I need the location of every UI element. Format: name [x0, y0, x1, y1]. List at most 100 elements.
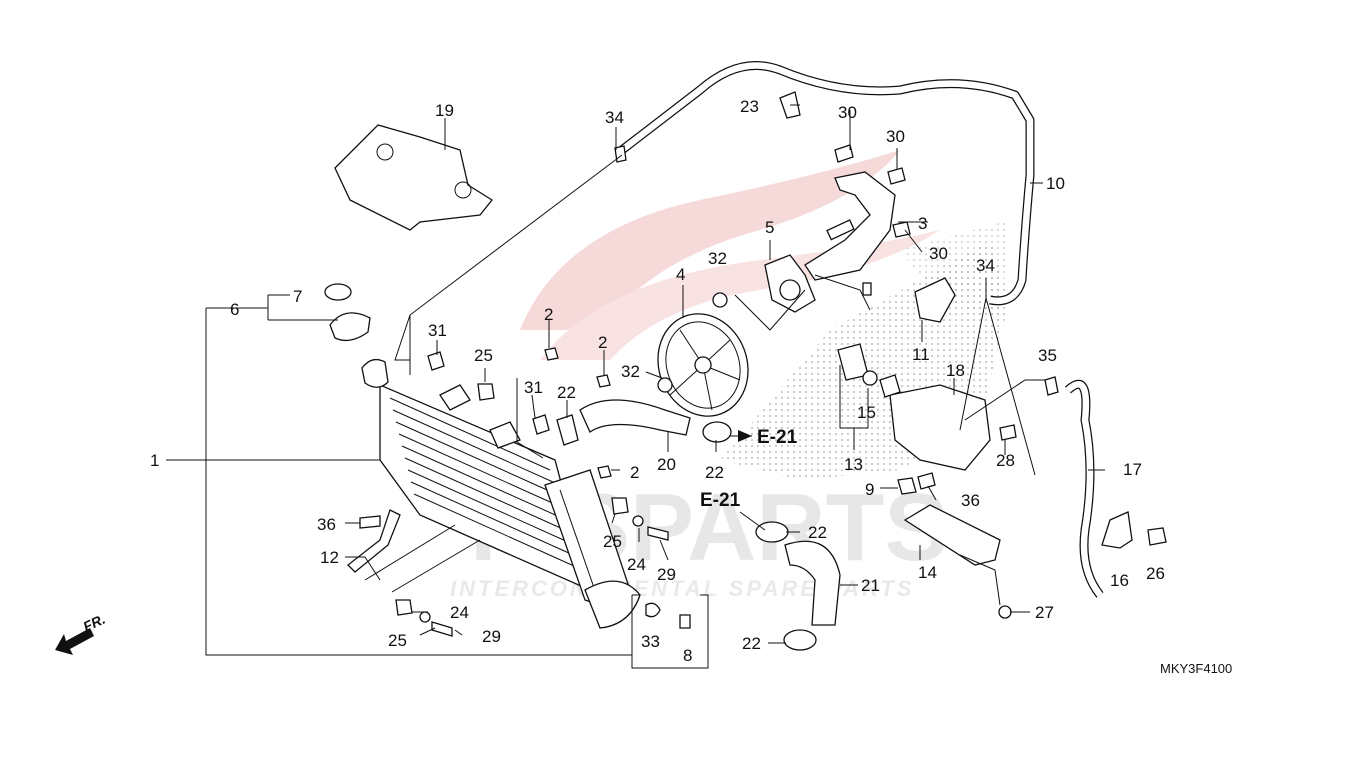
callout-24: 24 [627, 555, 646, 574]
watermark-tagline: INTERCONTINENTAL SPARE PARTS [450, 576, 915, 601]
bolt [1147, 527, 1167, 546]
nut [712, 292, 728, 308]
callout-7: 7 [293, 287, 302, 306]
o-ring [645, 602, 661, 618]
callout-4: 4 [676, 265, 685, 284]
callout-19: 19 [435, 101, 454, 120]
callout-8: 8 [683, 646, 692, 665]
upper-hose [579, 399, 691, 436]
callout-32: 32 [708, 249, 727, 268]
hose-clip [1044, 376, 1059, 396]
callout-18: 18 [946, 361, 965, 380]
callout-2: 2 [544, 305, 553, 324]
callout-29: 29 [657, 565, 676, 584]
callout-30: 30 [886, 127, 905, 146]
callout-34: 34 [976, 256, 995, 275]
bracket-plate [334, 124, 493, 231]
clip [532, 414, 550, 435]
washer [632, 515, 644, 527]
radiator [324, 283, 641, 629]
washer [419, 611, 431, 623]
callout-26: 26 [1146, 564, 1165, 583]
callout-31: 31 [428, 321, 447, 340]
callout-12: 12 [320, 548, 339, 567]
callout-3: 3 [918, 214, 927, 233]
callout-31: 31 [524, 378, 543, 397]
callout-30: 30 [929, 244, 948, 263]
callouts: 1 2 2 2 2 3 4 5 6 7 8 9 10 11 12 13 14 1… [150, 97, 1165, 665]
bolt [999, 424, 1017, 441]
fan-shroud [804, 171, 896, 281]
screw [998, 605, 1012, 619]
bolt [917, 472, 936, 490]
callout-34: 34 [605, 108, 624, 127]
grommet [395, 599, 413, 616]
callout-22: 22 [742, 634, 761, 653]
fan [657, 313, 749, 417]
diagram-code: MKY3F4100 [1160, 661, 1232, 676]
nut [597, 465, 612, 479]
callout-14: 14 [918, 563, 937, 582]
callout-22: 22 [808, 523, 827, 542]
leader-lines [166, 104, 1105, 669]
arrow-icon [738, 430, 752, 442]
callout-9: 9 [865, 480, 874, 499]
callout-1: 1 [150, 451, 159, 470]
bolt [647, 526, 669, 541]
callout-21: 21 [861, 576, 880, 595]
shade-zone [900, 220, 1010, 320]
bracket [914, 277, 956, 323]
callout-2: 2 [630, 463, 639, 482]
callout-27: 27 [1035, 603, 1054, 622]
reference-e21: E-21 [757, 427, 798, 448]
o-ring [862, 370, 878, 386]
callout-6: 6 [230, 300, 239, 319]
stay [1101, 511, 1133, 549]
front-arrow-icon: FR. [55, 611, 108, 655]
grommet [611, 497, 629, 515]
hose-clamp [783, 629, 817, 651]
nut [544, 347, 559, 361]
callout-25: 25 [388, 631, 407, 650]
callout-22: 22 [705, 463, 724, 482]
callout-2: 2 [598, 333, 607, 352]
guard-plate [903, 504, 1001, 566]
hose-clamp [755, 521, 789, 543]
lower-hose [784, 540, 841, 626]
callout-24: 24 [450, 603, 469, 622]
callout-36: 36 [961, 491, 980, 510]
bolt [834, 144, 854, 163]
callout-23: 23 [740, 97, 759, 116]
callout-13: 13 [844, 455, 863, 474]
callout-22: 22 [557, 383, 576, 402]
bolt [892, 221, 911, 238]
callout-20: 20 [657, 455, 676, 474]
callout-32: 32 [621, 362, 640, 381]
callout-10: 10 [1046, 174, 1065, 193]
callout-16: 16 [1110, 571, 1129, 590]
bolt [887, 167, 906, 185]
callout-29: 29 [482, 627, 501, 646]
watermark-logo [520, 150, 900, 330]
bolt [431, 621, 453, 637]
sensor-fitting [897, 477, 917, 495]
bolt [359, 515, 381, 529]
callout-5: 5 [765, 218, 774, 237]
callout-25: 25 [603, 532, 622, 551]
reference-e21: E-21 [700, 490, 741, 511]
clamp-plate [556, 414, 579, 446]
callout-11: 11 [912, 345, 930, 364]
bolt [679, 614, 691, 629]
callout-17: 17 [1123, 460, 1142, 479]
callout-36: 36 [317, 515, 336, 534]
callout-25: 25 [474, 346, 493, 365]
nut [657, 377, 673, 393]
nut [596, 374, 611, 388]
callout-28: 28 [996, 451, 1015, 470]
hose-clamp [702, 421, 732, 443]
callout-30: 30 [838, 103, 857, 122]
callout-35: 35 [1038, 346, 1057, 365]
clip [427, 351, 445, 371]
front-label: FR. [81, 611, 108, 635]
